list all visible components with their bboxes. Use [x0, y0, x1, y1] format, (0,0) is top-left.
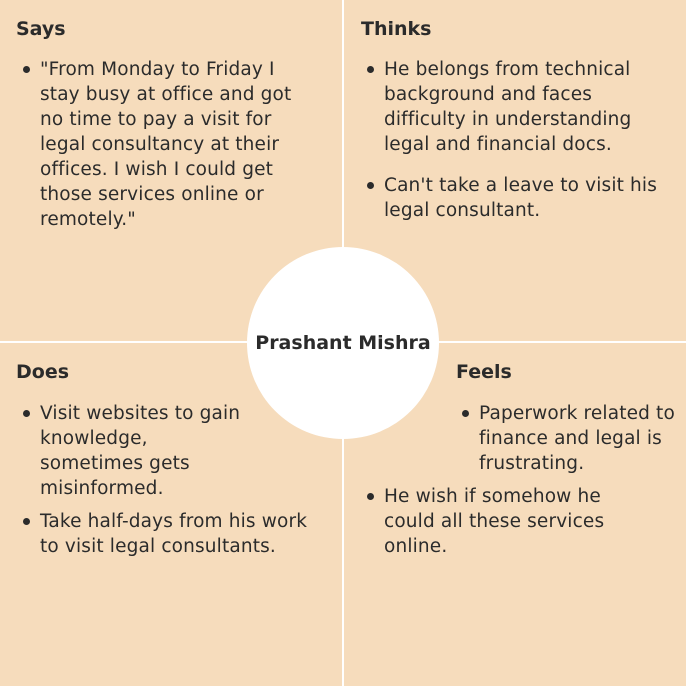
- quadrant-does: Does Visit websites to gain knowledge, s…: [0, 343, 342, 686]
- thinks-list: He belongs from technical background and…: [360, 57, 670, 223]
- persona-name: Prashant Mishra: [255, 332, 431, 354]
- feels-item: Paperwork related to finance and legal i…: [455, 401, 677, 476]
- quadrant-title-feels: Feels: [456, 361, 512, 383]
- feels-item: He wish if somehow he could all these se…: [360, 484, 630, 559]
- feels-list-upper: Paperwork related to finance and legal i…: [455, 401, 677, 476]
- says-item: "From Monday to Friday I stay busy at of…: [16, 57, 316, 232]
- does-item: Visit websites to gain knowledge, someti…: [16, 401, 328, 501]
- feels-list-lower: He wish if somehow he could all these se…: [360, 484, 630, 559]
- quadrant-says: Says "From Monday to Friday I stay busy …: [0, 0, 342, 341]
- does-list: Visit websites to gain knowledge, someti…: [16, 401, 328, 559]
- thinks-item: Can't take a leave to visit his legal co…: [360, 173, 670, 223]
- quadrant-title-thinks: Thinks: [361, 18, 432, 40]
- thinks-item: He belongs from technical background and…: [360, 57, 670, 157]
- says-list: "From Monday to Friday I stay busy at of…: [16, 57, 316, 232]
- quadrant-title-does: Does: [16, 361, 70, 383]
- quadrant-title-says: Says: [16, 18, 66, 40]
- persona-circle: Prashant Mishra: [247, 247, 439, 439]
- does-item: Take half-days from his work to visit le…: [16, 509, 328, 559]
